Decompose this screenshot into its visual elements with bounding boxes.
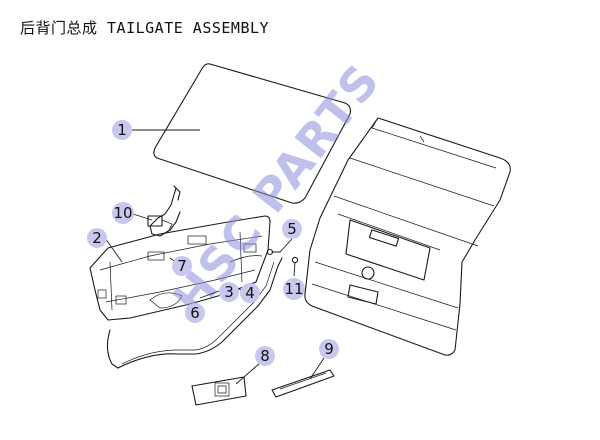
watermark: HSC PARTS (162, 53, 391, 325)
callout-label: 8 (260, 347, 270, 365)
tailgate-inner-frame (89, 215, 271, 321)
wiper-motor (147, 185, 181, 237)
callout-label: 4 (245, 284, 255, 302)
callout-4[interactable]: 4 (240, 283, 260, 303)
callout-label: 1 (117, 121, 127, 139)
callout-label: 2 (92, 229, 102, 247)
weatherstrip (106, 257, 283, 369)
callout-label: 7 (177, 257, 187, 275)
callout-8[interactable]: 8 (255, 346, 275, 366)
callout-3[interactable]: 3 (219, 282, 239, 302)
license-lamp (191, 376, 247, 406)
tailgate-shell (304, 117, 511, 356)
callout-label: 3 (224, 283, 234, 301)
callout-11[interactable]: 11 (283, 278, 305, 300)
callout-2[interactable]: 2 (87, 228, 107, 248)
callout-5[interactable]: 5 (282, 219, 302, 239)
callout-10[interactable]: 10 (112, 202, 134, 224)
callout-label: 10 (113, 204, 132, 222)
callout-label: 6 (190, 304, 200, 322)
callout-label: 9 (324, 340, 334, 358)
rear-glass (153, 63, 351, 204)
page-title: 后背门总成 TAILGATE ASSEMBLY (20, 19, 270, 37)
callout-6[interactable]: 6 (185, 303, 205, 323)
callout-label: 11 (284, 280, 303, 298)
trim-strip (271, 369, 335, 398)
screw (266, 248, 281, 256)
callout-7[interactable]: 7 (172, 256, 192, 276)
callout-1[interactable]: 1 (112, 120, 132, 140)
callout-label: 5 (287, 220, 297, 238)
grommet (291, 256, 299, 264)
callout-9[interactable]: 9 (319, 339, 339, 359)
